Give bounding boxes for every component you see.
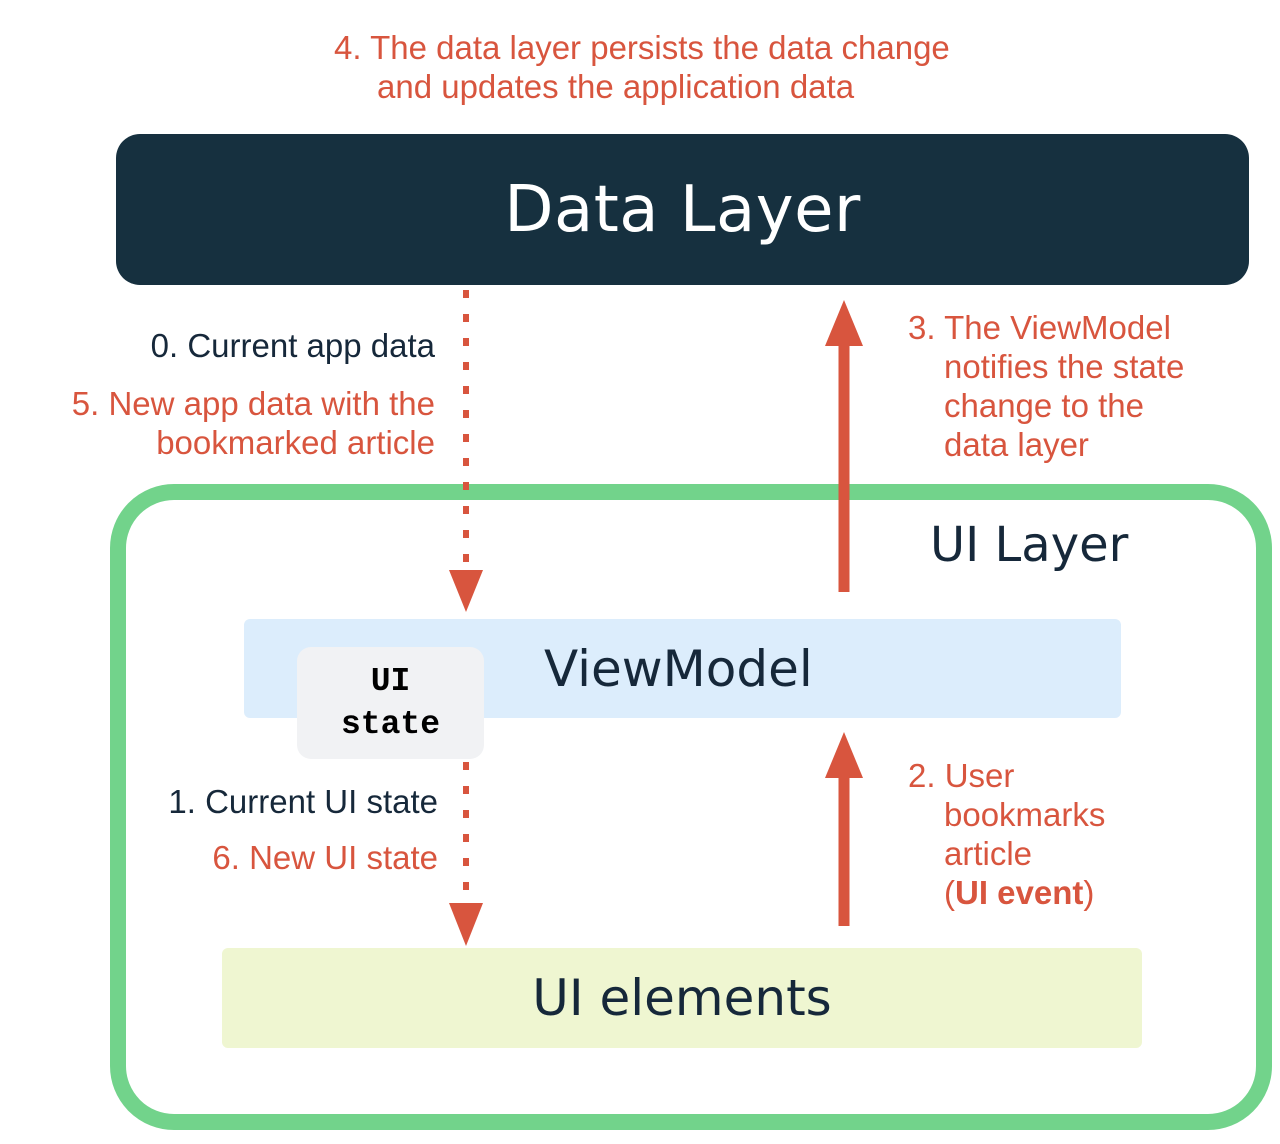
- step-3-line-1: 3. The ViewModel: [908, 309, 1171, 346]
- step-3-caption: 3. The ViewModel notifies the state chan…: [908, 308, 1184, 464]
- arrowhead-up-data-layer: [825, 300, 863, 346]
- step-2-line-3: article: [944, 835, 1033, 872]
- step-4-line-2: and updates the application data: [377, 68, 855, 105]
- ui-layer-title: UI Layer: [930, 517, 1129, 573]
- step-3-line-4: data layer: [944, 426, 1089, 463]
- ui-state-chip: UI state: [297, 647, 484, 759]
- step-2-line-4: (UI event): [908, 873, 1105, 912]
- arrowhead-up-viewmodel: [825, 732, 863, 778]
- ui-elements-title: UI elements: [532, 969, 832, 1027]
- step-4-caption: 4. The data layer persists the data chan…: [334, 28, 950, 106]
- step-5-caption: 5. New app data with the bookmarked arti…: [72, 384, 435, 462]
- viewmodel-title: ViewModel: [544, 640, 813, 698]
- step-3-line-3: change to the: [944, 387, 1144, 424]
- ui-state-line-1: UI: [370, 663, 411, 700]
- step-2-line-2: bookmarks: [944, 796, 1106, 833]
- step-5-line-1: 5. New app data with the: [71, 385, 435, 422]
- step-0-caption: 0. Current app data: [150, 327, 435, 364]
- arrowhead-down-viewmodel: [449, 570, 483, 612]
- step-2-paren-close: ): [1083, 874, 1095, 911]
- step-2-line-1: 2. User: [908, 757, 1015, 794]
- data-layer-box: Data Layer: [116, 134, 1249, 285]
- step-5-line-2: bookmarked article: [156, 424, 435, 461]
- data-layer-title: Data Layer: [504, 172, 861, 247]
- step-1-caption: 1. Current UI state: [168, 783, 438, 820]
- step-2-ui-event: UI event: [955, 874, 1084, 911]
- ui-elements-box: UI elements: [222, 948, 1142, 1048]
- step-6-caption: 6. New UI state: [212, 839, 438, 876]
- arrowhead-down-elements: [449, 903, 483, 946]
- step-3-line-2: notifies the state: [944, 348, 1185, 385]
- step-2-paren-open: (: [944, 874, 955, 911]
- ui-state-line-2: state: [340, 706, 441, 743]
- step-4-line-1: 4. The data layer persists the data chan…: [334, 29, 950, 66]
- step-2-caption: 2. User bookmarks article (UI event): [908, 756, 1105, 912]
